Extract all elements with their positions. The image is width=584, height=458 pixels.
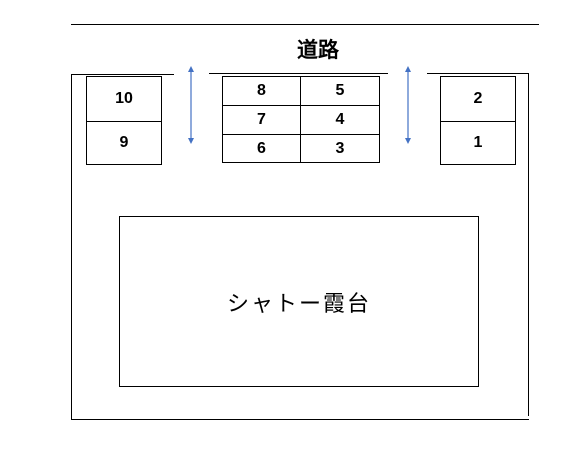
parking-slot: 5 [301, 77, 379, 106]
building-outline: シャトー霞台 [119, 216, 479, 387]
parking-slot: 1 [473, 134, 483, 151]
parking-slot: 9 [119, 134, 129, 151]
double-arrow-icon [188, 66, 194, 144]
site-boundary-bottom [71, 419, 529, 420]
parking-slot: 4 [301, 106, 379, 135]
parking-group-center: 8 5 7 4 6 3 [222, 76, 380, 163]
site-boundary-top-right [427, 73, 529, 74]
site-boundary-top-center [209, 73, 388, 74]
parking-group-left: 10 9 [86, 76, 162, 165]
double-arrow-icon [405, 66, 411, 144]
building-label: シャトー霞台 [226, 291, 371, 317]
parking-group-right: 2 1 [440, 76, 516, 165]
parking-slot: 7 [223, 106, 301, 135]
road-edge-line [71, 24, 539, 25]
parking-slot: 3 [335, 139, 345, 157]
site-boundary-top-left [71, 74, 174, 75]
site-boundary-left [71, 74, 72, 420]
site-boundary-right [528, 73, 529, 416]
parking-slot: 2 [441, 77, 515, 122]
parking-slot: 10 [87, 77, 161, 122]
parking-slot: 6 [223, 135, 301, 162]
parking-slot: 8 [223, 77, 301, 106]
road-label: 道路 [297, 38, 339, 62]
